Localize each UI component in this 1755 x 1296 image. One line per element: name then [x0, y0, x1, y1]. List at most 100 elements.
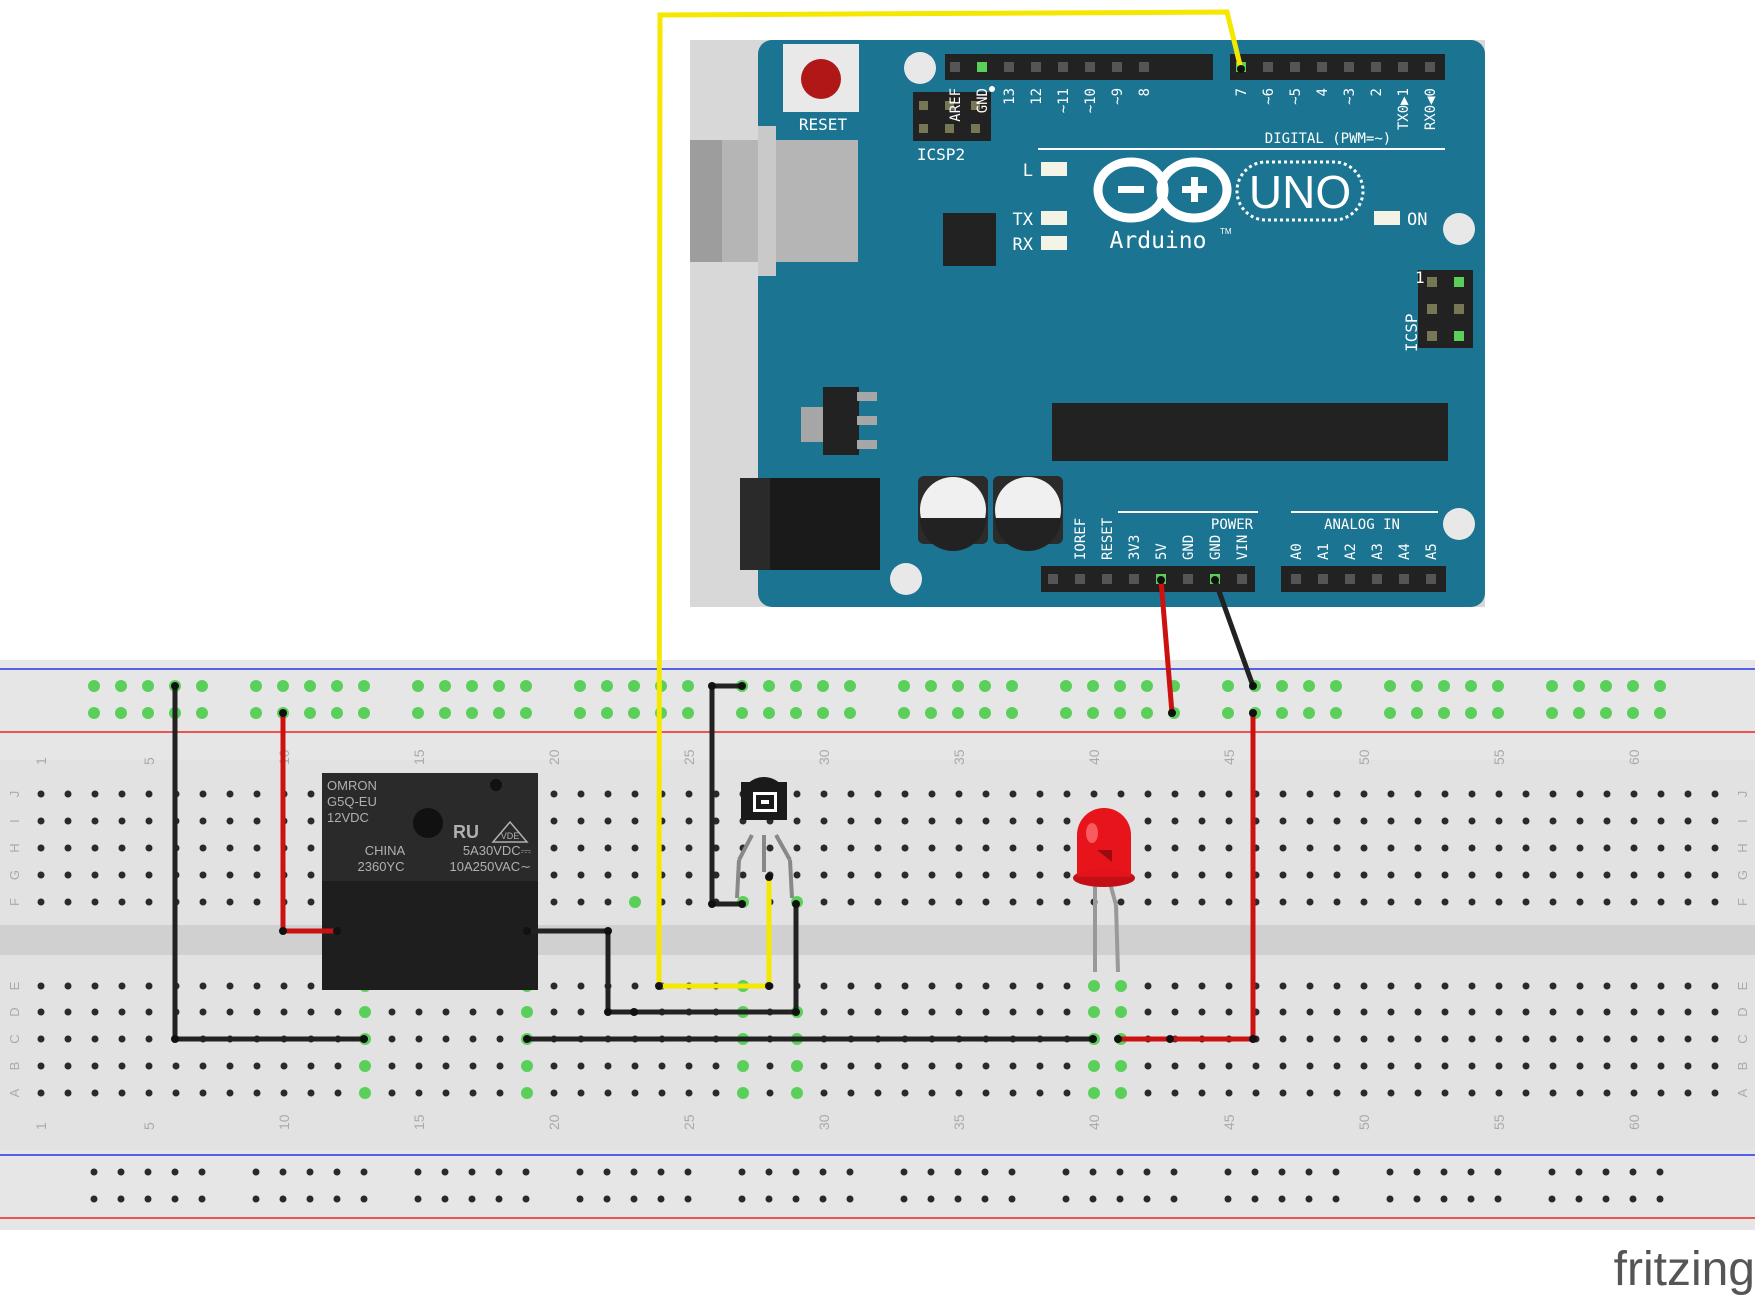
breadboard-hole — [1468, 1035, 1476, 1043]
rail-hole — [684, 1168, 692, 1176]
wire-endpoint — [279, 927, 287, 935]
breadboard-hole — [1279, 871, 1287, 879]
breadboard-hole — [226, 1062, 234, 1070]
rail-hole — [1141, 707, 1153, 719]
pin-label: 2 — [1369, 88, 1385, 96]
column-number: 50 — [1356, 1114, 1372, 1130]
breadboard-hole — [145, 871, 153, 879]
row-letter: E — [1735, 981, 1750, 990]
breadboard-hole — [577, 1062, 585, 1070]
breadboard-hole — [1414, 790, 1422, 798]
red-led — [1073, 808, 1135, 973]
breadboard-hole — [1684, 1089, 1692, 1097]
rail-hole — [196, 707, 208, 719]
breadboard-hole — [1198, 871, 1206, 879]
icsp-pin — [971, 124, 980, 133]
column-number: 45 — [1221, 749, 1237, 765]
wire-endpoint — [523, 927, 531, 935]
rail-hole — [520, 680, 532, 692]
breadboard-hole — [766, 844, 774, 852]
breadboard-hole — [1468, 817, 1476, 825]
breadboard-hole — [1549, 982, 1557, 990]
rail-hole — [979, 680, 991, 692]
mounting-hole — [1443, 508, 1475, 540]
breadboard-hole — [1657, 817, 1665, 825]
breadboard-hole — [118, 817, 126, 825]
breadboard-hole — [1549, 844, 1557, 852]
breadboard-hole — [1333, 871, 1341, 879]
rail-hole — [790, 707, 802, 719]
breadboard-hole — [1306, 817, 1314, 825]
rail-hole — [1600, 707, 1612, 719]
breadboard-hole — [1225, 790, 1233, 798]
rail-hole — [1386, 1168, 1394, 1176]
rail-hole — [1114, 680, 1126, 692]
rail-hole — [198, 1195, 206, 1203]
icsp-pin — [1454, 331, 1464, 341]
breadboard-hole — [1603, 898, 1611, 906]
rail-hole — [439, 707, 451, 719]
npn-transistor — [735, 777, 794, 899]
wire-endpoints — [171, 65, 1257, 1043]
breadboard-hole — [1441, 982, 1449, 990]
breadboard-hole — [1468, 1089, 1476, 1097]
breadboard-hole — [577, 982, 585, 990]
breadboard-hole — [1684, 1062, 1692, 1070]
rail-hole — [738, 1195, 746, 1203]
breadboard-hole — [64, 790, 72, 798]
breadboard-hole — [658, 1062, 666, 1070]
rail-hole — [927, 1168, 935, 1176]
breadboard-hole — [1387, 1035, 1395, 1043]
rail-hole — [414, 1168, 422, 1176]
breadboard-hole — [1414, 898, 1422, 906]
rail-hole — [1276, 707, 1288, 719]
pin-label: A2 — [1343, 543, 1359, 560]
voltage-regulator — [801, 407, 824, 442]
breadboard-hole — [1441, 817, 1449, 825]
rail-hole — [954, 1195, 962, 1203]
led-tx — [1041, 211, 1067, 225]
breadboard-hole — [199, 817, 207, 825]
rail-hole — [817, 707, 829, 719]
breadboard-hole — [1333, 844, 1341, 852]
breadboard-hole — [1117, 790, 1125, 798]
rail-hole — [441, 1195, 449, 1203]
power-rail-holes — [88, 680, 1666, 1203]
breadboard-hole — [1144, 1062, 1152, 1070]
breadboard-hole — [1630, 790, 1638, 798]
breadboard-hole — [982, 1062, 990, 1070]
rail-hole — [522, 1168, 530, 1176]
breadboard-hole — [226, 871, 234, 879]
breadboard-hole — [1198, 844, 1206, 852]
relay-voltage: 12VDC — [327, 810, 369, 825]
breadboard-hole — [577, 898, 585, 906]
breadboard-hole — [1387, 1008, 1395, 1016]
rail-hole — [1170, 1168, 1178, 1176]
header-pin — [1344, 62, 1354, 72]
breadboard-hole — [1279, 844, 1287, 852]
breadboard-hole — [982, 1008, 990, 1016]
breadboard-hole — [1495, 898, 1503, 906]
breadboard-hole — [145, 1008, 153, 1016]
breadboard-hole — [388, 1035, 396, 1043]
breadboard-hole — [1657, 871, 1665, 879]
breadboard-hole — [1225, 898, 1233, 906]
pin-label: RESET — [1100, 517, 1116, 560]
breadboard-hole — [955, 1062, 963, 1070]
breadboard-hole — [847, 898, 855, 906]
wire-endpoint — [738, 900, 746, 908]
breadboard-hole — [550, 898, 558, 906]
breadboard-hole — [550, 817, 558, 825]
breadboard-hole — [631, 1062, 639, 1070]
breadboard-hole — [1036, 982, 1044, 990]
breadboard-hole — [901, 790, 909, 798]
breadboard-hole — [1306, 982, 1314, 990]
icsp-pin — [919, 124, 928, 133]
breadboard-hole — [307, 1089, 315, 1097]
breadboard-hole — [1144, 1008, 1152, 1016]
rail-hole — [1008, 1195, 1016, 1203]
pin-label: IOREF — [1073, 518, 1089, 560]
breadboard-hole — [1279, 898, 1287, 906]
rail-hole — [1411, 680, 1423, 692]
